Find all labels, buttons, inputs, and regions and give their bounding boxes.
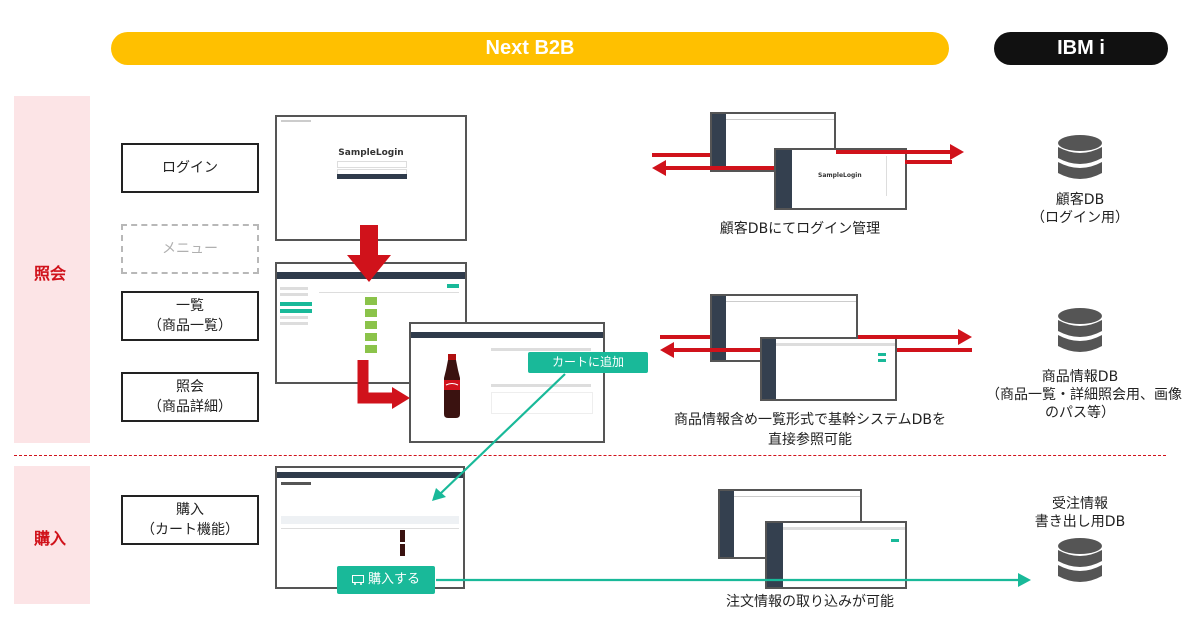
order-db-label: 受注情報 xyxy=(1052,496,1108,512)
step-list-label: 一覧 xyxy=(176,298,204,314)
caption-login-mgmt: 顧客DBにてログイン管理 xyxy=(719,221,881,237)
step-menu-label: メニュー xyxy=(162,241,218,257)
purchase-button-label: 購入する xyxy=(367,572,420,587)
arrow-list-to-detail xyxy=(357,360,393,404)
step-list-sublabel: （商品一覧） xyxy=(148,318,232,334)
next-b2b-header: Next B2B xyxy=(111,32,949,65)
purchase-button[interactable]: 購入する xyxy=(337,566,435,594)
inquiry-section-panel xyxy=(14,96,90,443)
product-db-label: 商品情報DB xyxy=(1041,369,1119,385)
section-divider xyxy=(14,455,1166,456)
customer-db-sublabel: （ログイン用） xyxy=(1031,210,1129,226)
step-cart-label: 購入 xyxy=(176,502,204,518)
cart-icon xyxy=(351,574,364,585)
cola-bottle-image xyxy=(444,354,460,418)
login-admin-thumbnail-front: SampleLogin xyxy=(774,148,907,210)
step-detail-sublabel: （商品詳細） xyxy=(148,399,232,415)
order-db-sublabel: 書き出し用DB xyxy=(1034,514,1126,530)
step-cart: 購入 （カート機能） xyxy=(121,495,259,545)
step-list: 一覧 （商品一覧） xyxy=(121,291,259,341)
purchase-section-panel xyxy=(14,466,90,604)
step-detail: 照会 （商品詳細） xyxy=(121,372,259,422)
database-icon xyxy=(1058,538,1102,582)
product-db-sublabel-1: （商品一覧・詳細照会用、画像 xyxy=(986,387,1182,403)
order-admin-thumbnail-front xyxy=(765,521,907,589)
ibm-i-header: IBM i xyxy=(994,32,1168,65)
arrow-login-to-list xyxy=(347,225,391,282)
add-to-cart-button[interactable]: カートに追加 xyxy=(528,352,648,373)
caption-product-ref-line2: 直接参照可能 xyxy=(768,432,852,448)
step-menu: メニュー xyxy=(121,224,259,274)
step-login-label: ログイン xyxy=(162,160,218,176)
arrow-add-to-cart xyxy=(439,373,566,495)
purchase-section-label: 購入 xyxy=(34,529,67,548)
product-admin-thumbnail-front xyxy=(760,337,897,401)
customer-db-label: 顧客DB xyxy=(1055,192,1105,208)
product-detail-thumbnail xyxy=(409,322,605,443)
step-login: ログイン xyxy=(121,143,259,193)
login-screen-thumbnail: SampleLogin xyxy=(275,115,467,241)
inquiry-section-label: 照会 xyxy=(34,264,67,283)
login-title: SampleLogin xyxy=(338,148,404,158)
caption-product-ref-line1: 商品情報含め一覧形式で基幹システムDBを xyxy=(674,412,946,428)
database-icon xyxy=(1058,308,1102,352)
step-detail-label: 照会 xyxy=(176,379,204,395)
step-cart-sublabel: （カート機能） xyxy=(141,522,239,538)
product-db-sublabel-2: のパス等） xyxy=(1045,405,1115,421)
caption-order-import: 注文情報の取り込みが可能 xyxy=(726,594,894,610)
database-icon xyxy=(1058,135,1102,179)
